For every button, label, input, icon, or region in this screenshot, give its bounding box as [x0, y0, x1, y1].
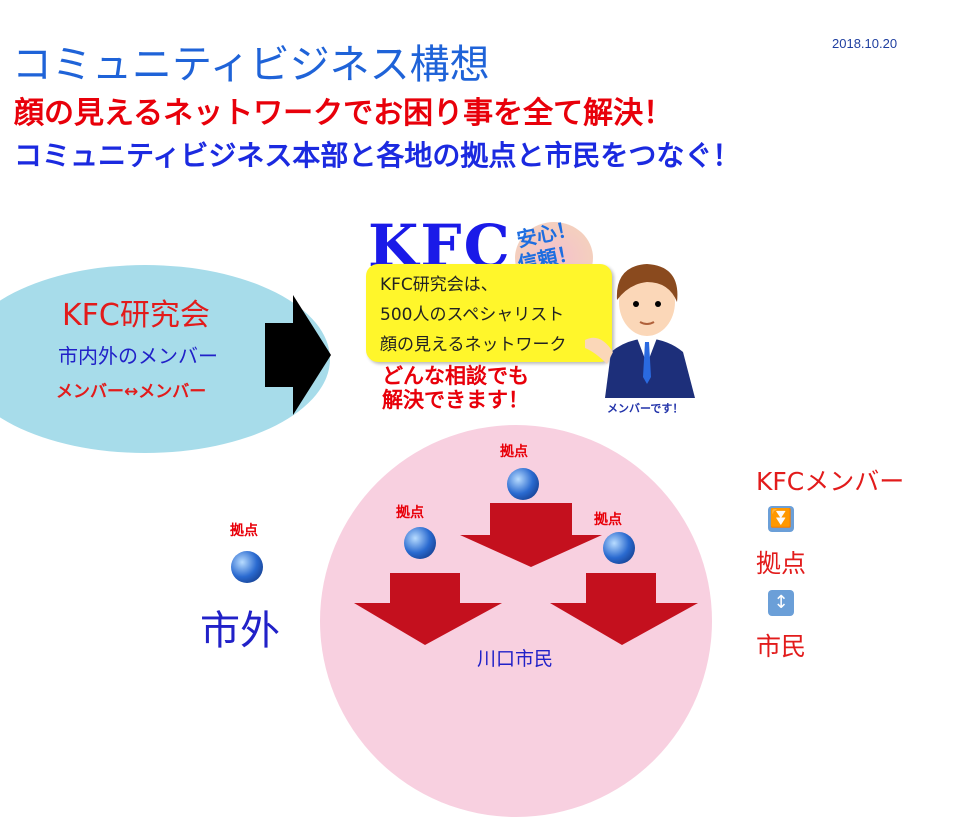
hub-ball-icon — [231, 551, 263, 583]
person-label: メンバーです！ — [607, 402, 684, 415]
subtitle-1: 顔の見えるネットワークでお困り事を全て解決！ — [14, 96, 674, 131]
solve-line-2: 解決できます！ — [382, 388, 529, 412]
flow-kfc-member: KFCメンバー — [756, 467, 905, 496]
down-arrows — [354, 503, 698, 645]
speech-callout — [366, 264, 612, 362]
solve-line-1: どんな相談でも — [382, 364, 529, 388]
member-relation: メンバー↔メンバー — [56, 382, 207, 402]
right-arrow-icon — [265, 295, 331, 415]
solve-message: どんな相談でも解決できます！ — [382, 364, 529, 412]
up-down-arrow-icon: ↕ — [768, 590, 794, 616]
date: 2018.10.20 — [832, 36, 898, 51]
hub-label: 拠点 — [230, 523, 258, 539]
group-members: 市内外のメンバー — [58, 344, 218, 368]
citizens-label: 川口市民 — [477, 648, 554, 670]
callout-line: 500人のスペシャリスト — [380, 305, 565, 325]
down-arrow-icon — [550, 573, 698, 645]
businessman-icon — [585, 264, 695, 398]
subtitle-2: コミュニティビジネス本部と各地の拠点と市民をつなぐ！ — [14, 139, 741, 172]
hub-label: 拠点 — [594, 512, 622, 528]
hub-ball-icon — [603, 532, 635, 564]
hub-ball-icon — [404, 527, 436, 559]
down-arrow-icon — [460, 503, 602, 567]
flow-citizens: 市民 — [756, 632, 807, 661]
callout-line: 顔の見えるネットワーク — [380, 335, 567, 355]
double-down-arrow-icon: ⏬ — [768, 506, 794, 532]
hub-label: 拠点 — [500, 444, 528, 460]
group-name: KFC研究会 — [62, 298, 210, 333]
flow-hub: 拠点 — [756, 549, 807, 578]
hub-ball-icon — [507, 468, 539, 500]
down-arrow-icon — [354, 573, 502, 645]
hub-label: 拠点 — [396, 505, 424, 521]
callout-line: KFC研究会は、 — [380, 275, 498, 295]
page-title: コミュニティビジネス構想 — [12, 42, 490, 88]
outside-city-label: 市外 — [200, 608, 280, 654]
